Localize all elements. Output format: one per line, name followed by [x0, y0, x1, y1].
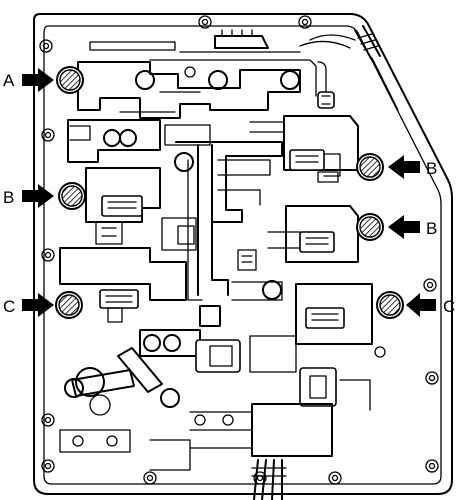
arrow-b-right-upper — [388, 155, 420, 179]
label-c-right: C — [443, 297, 455, 316]
solenoid-right-upper — [249, 115, 359, 183]
arrow-b-left — [22, 184, 54, 208]
manual-valve-lever — [59, 347, 180, 453]
arrow-c-right — [406, 293, 436, 317]
bottom-center-block — [149, 403, 333, 471]
bolt-b-right-lower — [356, 213, 384, 241]
left-lower-plate — [59, 247, 187, 323]
top-connector — [89, 29, 317, 97]
bolt-c-right — [376, 291, 404, 319]
arrow-a-left — [22, 68, 54, 92]
solenoid-lower-center — [195, 339, 386, 411]
bolt-b-left — [58, 182, 86, 210]
wire-harness-bottom — [251, 459, 287, 500]
solenoid-top-right — [317, 61, 335, 109]
label-b-left: B — [3, 188, 14, 207]
label-c-left: C — [3, 297, 15, 316]
label-a-left: A — [3, 71, 15, 90]
housing-outline — [33, 13, 453, 495]
label-b-right-lower: B — [426, 219, 437, 238]
left-mid-blocks — [67, 119, 211, 163]
upper-plate — [77, 61, 301, 119]
perimeter-bolt-holes — [39, 15, 439, 485]
arrow-c-left — [22, 293, 54, 317]
bolt-b-right-upper — [356, 153, 384, 181]
solenoid-right-lower — [249, 283, 373, 373]
solenoid-left — [85, 167, 197, 251]
bolt-a-left — [56, 66, 84, 94]
solenoid-right-middle — [237, 205, 359, 271]
bolt-c-left — [55, 291, 83, 319]
arrow-b-right-lower — [388, 215, 420, 239]
central-tubes — [174, 141, 283, 301]
label-b-right-upper: B — [426, 159, 437, 178]
wire-harness-top — [299, 25, 399, 111]
